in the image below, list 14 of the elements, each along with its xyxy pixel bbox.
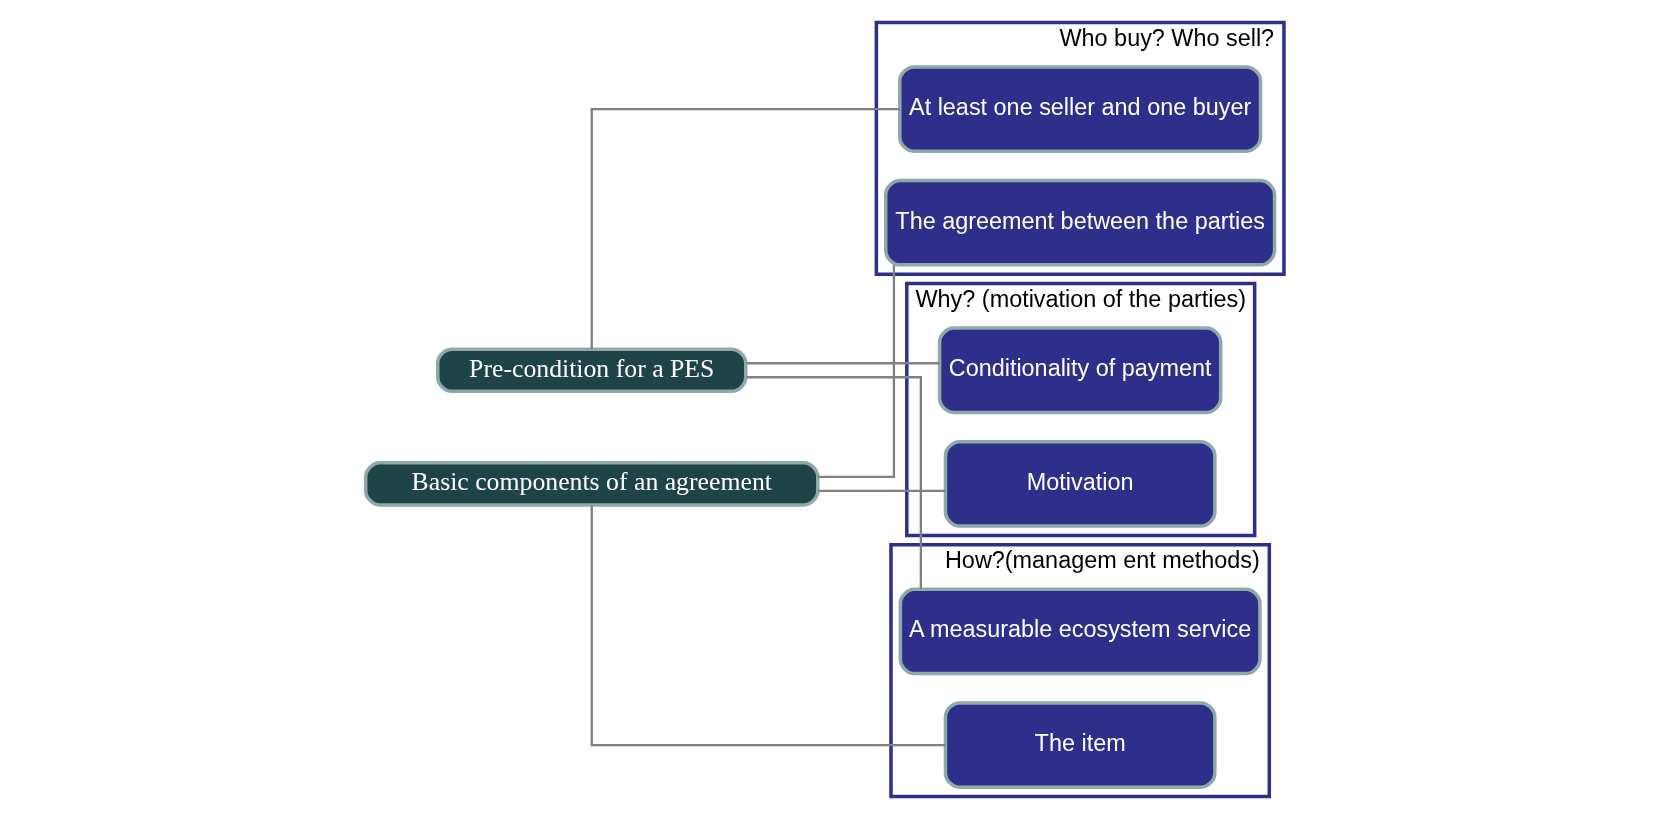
node-box: Basic components of an agreement (363, 461, 820, 507)
connector (745, 362, 940, 365)
connector (818, 489, 946, 493)
node-box: Conditionality of payment (937, 326, 1223, 415)
connector (818, 265, 896, 479)
connector (590, 107, 900, 349)
node-box: The agreement between the parties (883, 178, 1277, 267)
connector (746, 376, 923, 589)
node-box: The item (943, 701, 1217, 789)
node-box: A measurable ecosystem service (898, 587, 1262, 676)
node-box: Motivation (943, 439, 1217, 528)
node-box: At least one seller and one buyer (898, 65, 1263, 153)
node-box: Pre-condition for a PES (435, 347, 748, 394)
connector (590, 505, 946, 747)
